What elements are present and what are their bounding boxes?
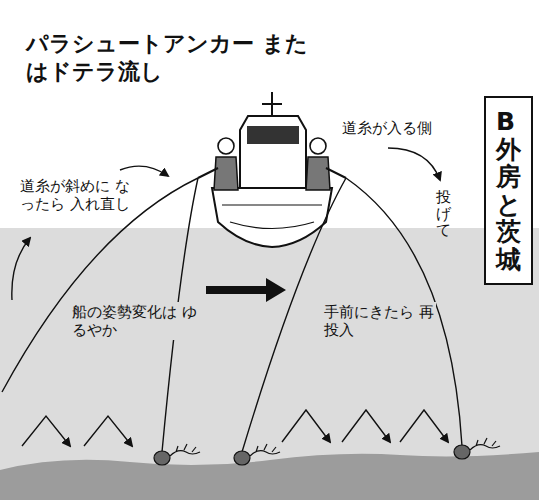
bait-shrimp bbox=[170, 438, 500, 456]
note-label: 投げて bbox=[434, 188, 453, 240]
hull-lines bbox=[222, 205, 322, 229]
fishing-lines bbox=[2, 178, 462, 452]
drift-arrow bbox=[206, 278, 286, 302]
note-label: 手前にきたら 再投入 bbox=[322, 302, 436, 340]
fishing-rod bbox=[198, 168, 218, 178]
sea-bed bbox=[0, 452, 539, 500]
note-label: 船の姿勢変化は ゆるやか bbox=[70, 302, 204, 340]
angler-body bbox=[214, 157, 238, 190]
jig-arrows bbox=[22, 410, 448, 446]
region-label: B外房と茨城 bbox=[496, 108, 521, 273]
angler-head bbox=[310, 138, 326, 154]
callout-arrow bbox=[12, 238, 30, 300]
cabin-window bbox=[247, 126, 299, 144]
region-box: B外房と茨城 bbox=[484, 96, 533, 285]
boat-cabin bbox=[240, 116, 306, 188]
angler-head bbox=[218, 138, 234, 154]
sinkers bbox=[154, 445, 470, 465]
callout-arrow bbox=[388, 148, 440, 180]
boat-hull bbox=[212, 188, 332, 247]
angler-body bbox=[306, 157, 330, 190]
boat-mast bbox=[262, 92, 282, 116]
diagram-title: パラシュートアンカー またはドテラ流し bbox=[26, 30, 326, 85]
callout-arrow bbox=[120, 166, 168, 176]
note-label: 道糸が入る側 bbox=[340, 118, 464, 138]
fishing-rod bbox=[326, 168, 346, 178]
note-label: 道糸が斜めに なったら 入れ直し bbox=[18, 176, 132, 214]
